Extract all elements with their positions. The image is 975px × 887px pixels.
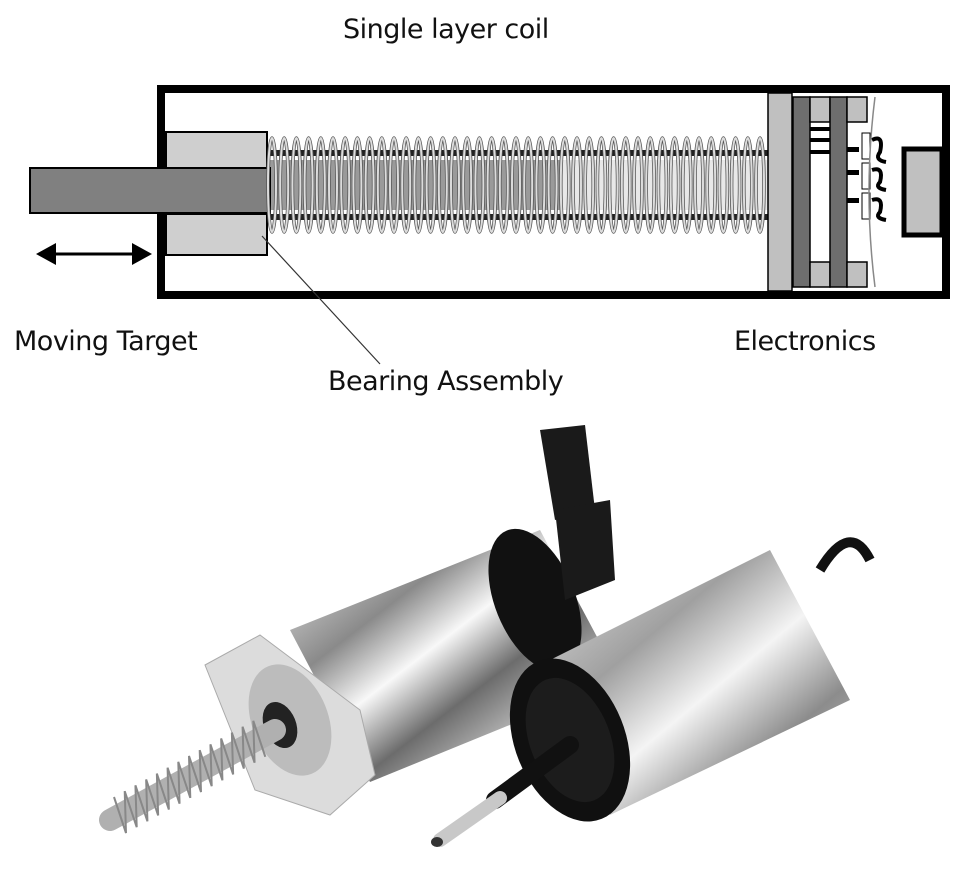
coil-winding	[511, 137, 521, 233]
coil-winding	[730, 137, 741, 233]
coil-winding	[291, 137, 302, 233]
coil-winding	[437, 137, 448, 233]
bearing-assembly-label: Bearing Assembly	[328, 366, 564, 397]
coil-winding	[572, 137, 582, 233]
moving-target-label: Moving Target	[14, 326, 198, 357]
coil-winding	[376, 137, 387, 233]
sensor-cable-output	[431, 537, 875, 847]
single-layer-coil	[266, 136, 766, 234]
coil-winding	[706, 137, 717, 233]
electronics-label: Electronics	[734, 326, 876, 357]
coil-winding	[681, 137, 692, 233]
coil-winding	[364, 137, 375, 233]
coil-winding	[523, 137, 534, 233]
coil-winding	[608, 137, 619, 233]
output-connector	[901, 146, 945, 238]
bearing-block-top	[165, 131, 268, 169]
coil-winding	[303, 137, 314, 233]
coil-winding	[645, 137, 656, 233]
coil-winding	[498, 137, 509, 233]
coil-winding	[559, 137, 570, 233]
coil-winding	[401, 137, 412, 233]
coil-winding	[535, 137, 546, 233]
bearing-block-bottom	[165, 213, 268, 256]
product-photo	[99, 425, 875, 847]
coil-winding	[279, 137, 290, 233]
moving-target-rod	[29, 167, 271, 214]
electronics-assembly	[767, 92, 887, 292]
coil-winding	[718, 137, 729, 233]
coil-winding	[267, 137, 277, 233]
coil-winding	[657, 137, 668, 233]
coil-winding	[315, 137, 326, 233]
sensor-flange-mount	[99, 425, 620, 834]
coil-winding	[389, 137, 399, 233]
coil-winding	[474, 137, 485, 233]
coil-winding	[450, 137, 460, 233]
coil-winding	[425, 137, 436, 233]
bearing-leader-line	[261, 235, 381, 365]
coil-winding	[694, 137, 704, 233]
coil-winding	[340, 137, 351, 233]
coil-winding	[584, 137, 595, 233]
coil-winding	[755, 137, 765, 233]
bidirectional-motion-arrow	[36, 243, 152, 265]
sensor-cross-section-diagram	[29, 85, 950, 365]
coil-winding	[596, 137, 607, 233]
coil-winding	[352, 137, 363, 233]
coil-winding	[669, 137, 680, 233]
coil-winding	[328, 137, 338, 233]
coil-winding	[462, 137, 473, 233]
coil-winding	[742, 137, 753, 233]
diagram-title: Single layer coil	[343, 14, 549, 45]
coil-winding	[413, 137, 424, 233]
coil-winding	[633, 137, 643, 233]
coil-winding	[620, 137, 631, 233]
coil-winding	[486, 137, 497, 233]
coil-winding	[547, 137, 558, 233]
